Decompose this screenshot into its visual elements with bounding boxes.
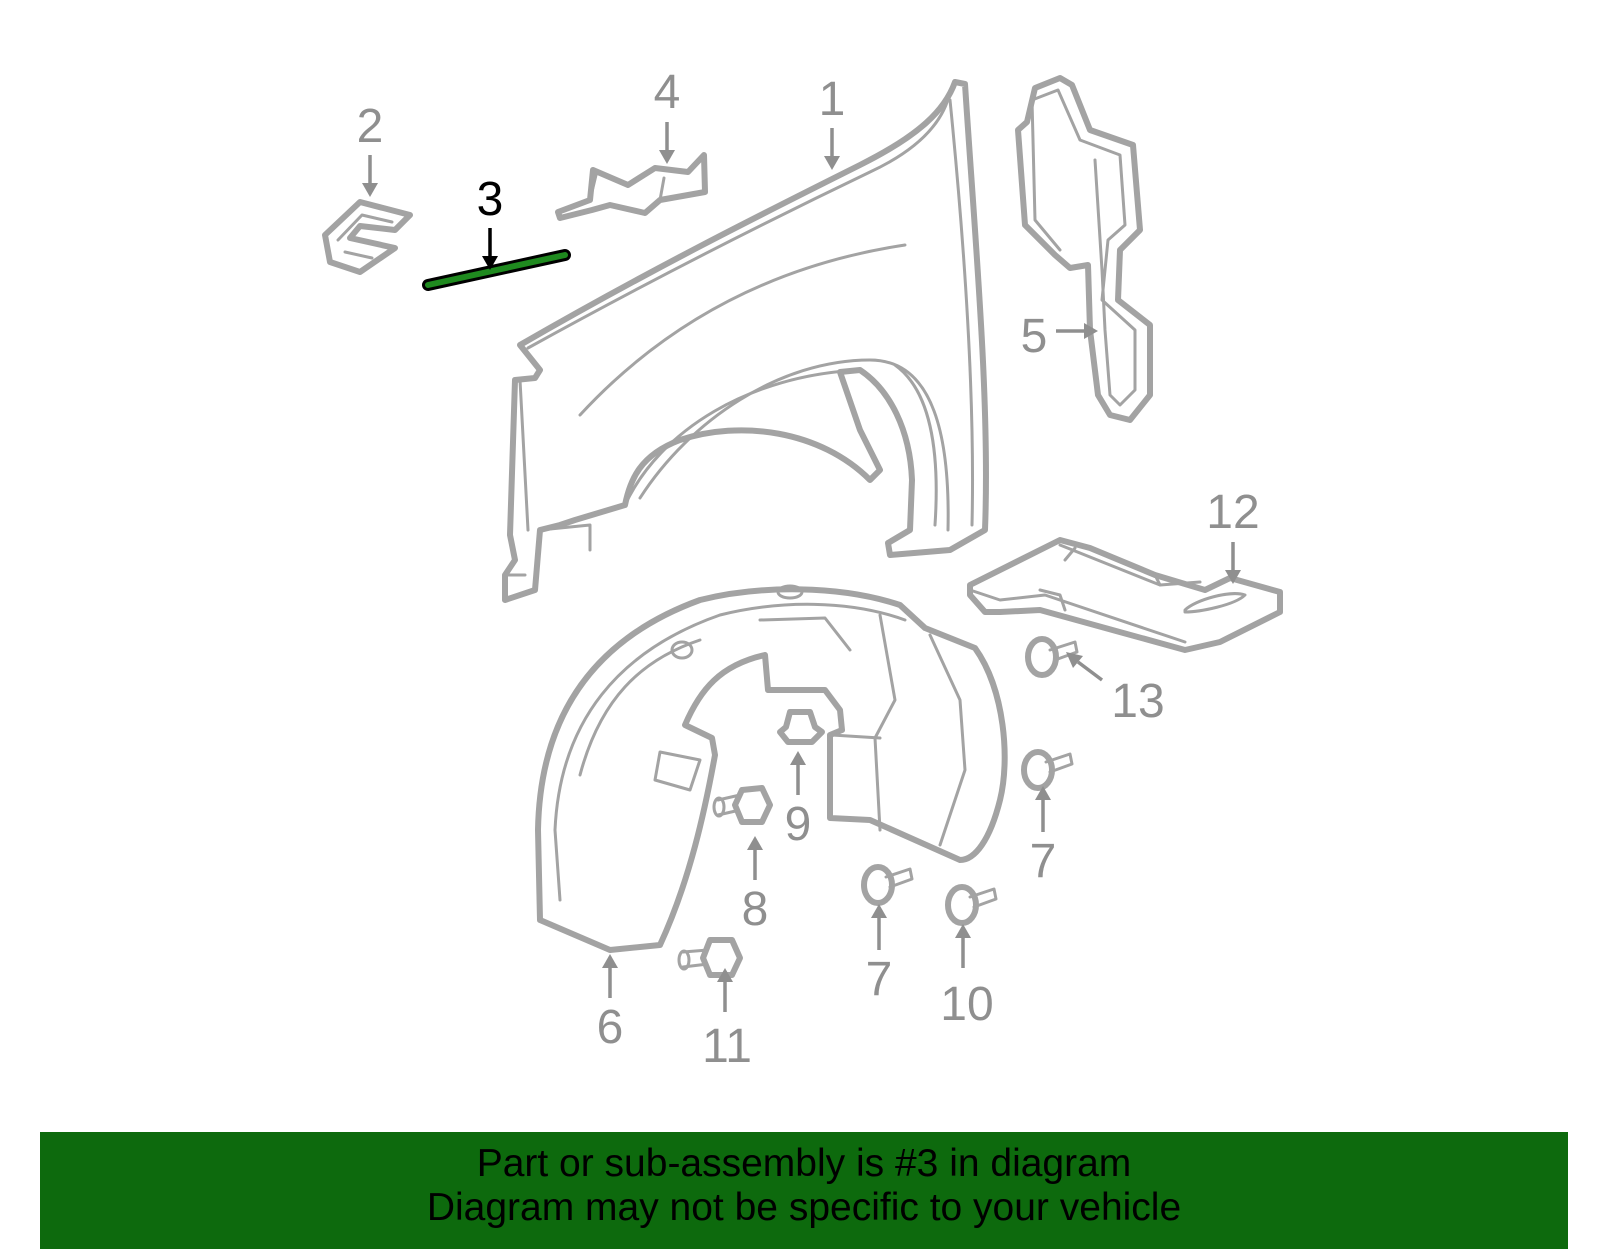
callout-12: 12 <box>1206 486 1259 539</box>
part-1-fender[interactable] <box>502 79 989 603</box>
part-3-strip[interactable] <box>422 249 571 291</box>
part-5-seal[interactable] <box>1015 75 1153 423</box>
callout-6: 6 <box>597 1001 624 1054</box>
callout-2: 2 <box>357 100 384 153</box>
callout-11: 11 <box>702 1020 752 1073</box>
part-6-liner[interactable] <box>535 584 1008 953</box>
callout-arrows <box>362 122 1241 1012</box>
callout-5: 5 <box>1021 310 1048 363</box>
part-2-clip[interactable] <box>322 199 413 275</box>
banner-line-2: Diagram may not be specific to your vehi… <box>426 1186 1182 1229</box>
callout-3: 3 <box>477 173 504 226</box>
part-7-pushpin-center[interactable] <box>861 864 914 906</box>
part-7-pushpin-right[interactable] <box>1021 749 1074 791</box>
callout-9: 9 <box>785 798 812 851</box>
callout-8: 8 <box>742 883 769 936</box>
part-4-bracket[interactable] <box>555 152 708 221</box>
part-12-bracket[interactable] <box>967 537 1283 653</box>
callout-7-center: 7 <box>866 953 893 1006</box>
parts-diagram: 1 2 3 4 5 6 7 7 8 9 10 11 12 13 <box>322 66 1283 1073</box>
callout-4: 4 <box>654 66 681 119</box>
callout-7-right: 7 <box>1030 835 1057 888</box>
banner-line-1: Part or sub-assembly is #3 in diagram <box>476 1142 1132 1185</box>
part-9-clip[interactable] <box>777 709 825 745</box>
part-10-pushpin[interactable] <box>945 884 998 926</box>
callout-1: 1 <box>819 73 846 126</box>
part-13-pushpin[interactable] <box>1025 636 1079 678</box>
part-11-bolt[interactable] <box>677 937 743 978</box>
callout-13: 13 <box>1111 675 1164 728</box>
info-banner: Part or sub-assembly is #3 in diagram Di… <box>40 1132 1568 1249</box>
part-8-bolt[interactable] <box>712 785 773 825</box>
callout-10: 10 <box>940 978 993 1031</box>
